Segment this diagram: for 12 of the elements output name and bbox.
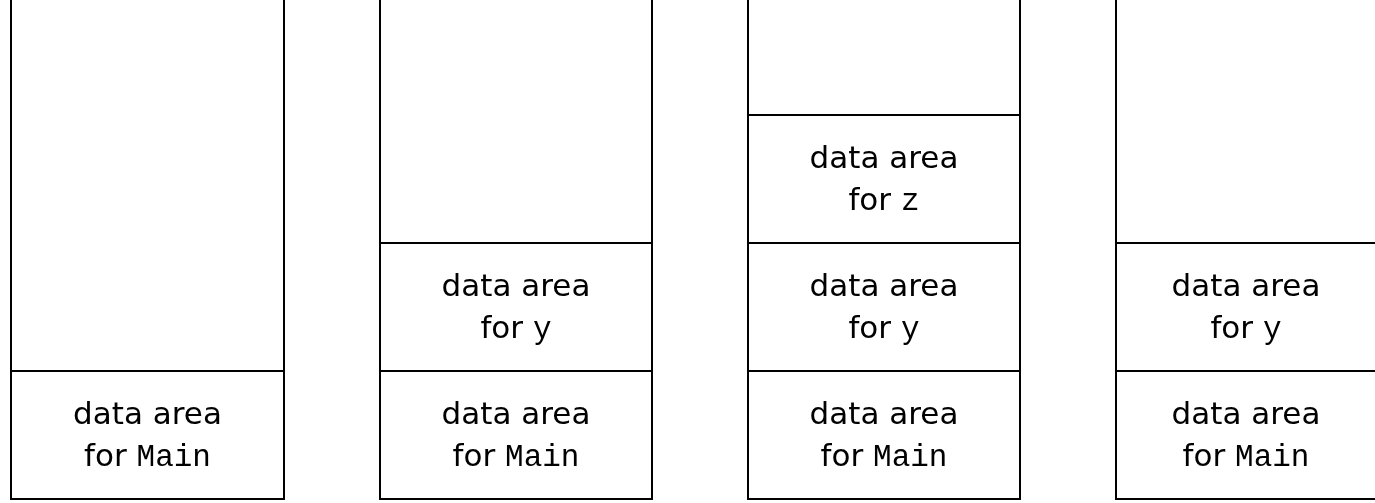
data-area-label: data area for y (808, 265, 960, 349)
data-area-label: data area for y (1170, 265, 1322, 349)
stack-frame (10, 0, 285, 500)
stack-frame (379, 0, 653, 500)
data-area-label: data area for z (808, 137, 960, 221)
data-area-label: data area for Main (440, 393, 592, 477)
stack-frame (747, 0, 1021, 500)
data-area-label: data area for y (440, 265, 592, 349)
data-area-label: data area for Main (808, 393, 960, 477)
data-area-label: data area for Main (1170, 393, 1322, 477)
data-area-label: data area for Main (72, 393, 223, 477)
stack-frame (1115, 0, 1375, 500)
